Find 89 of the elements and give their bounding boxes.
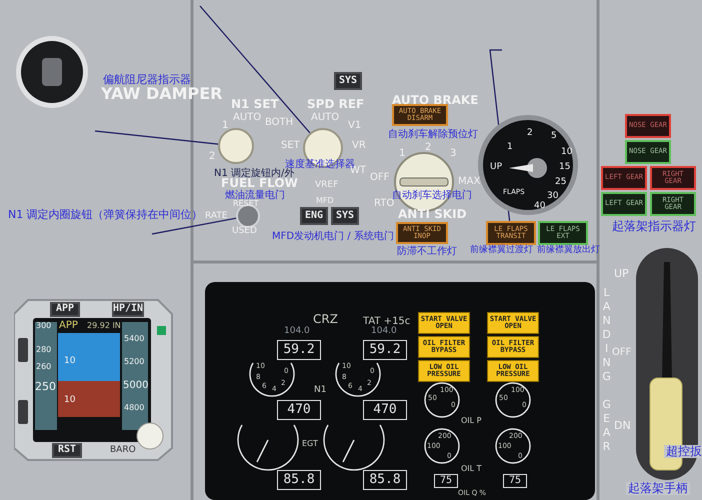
scale-number: 300 [36,322,52,331]
pitch-scale-number: 10 [64,357,76,367]
panel-label: V1 [348,120,362,131]
panel-label: RTO [374,198,394,209]
panel-label: RATE [205,212,228,222]
leader-line [94,130,218,145]
scale-number: 5 [551,132,557,142]
selector-key: SYS [331,207,359,225]
annotation-text: 防滞不工作灯 [397,246,457,257]
baro-readout: 29.92 IN [87,322,121,331]
panel-label: BARO [110,446,136,456]
digital-readout: 470 [363,400,407,420]
annotation-text: 超控扳 [664,445,702,458]
scale-number: 2 [209,151,216,162]
panel-label: BOTH [265,117,294,128]
scale-number: 1 [222,120,228,131]
scale-number: 10 [561,148,572,158]
annotation-text: 起落架手柄 [626,482,690,496]
mode-key: HP/IN [112,302,144,317]
digital-readout: 85.8 [363,470,407,490]
display-text: CRZ [313,313,338,326]
annotation-text: 前缘襟翼放出灯 [537,246,600,256]
scale-number: 4800 [124,404,144,413]
scale-number: 5400 [124,335,144,344]
panel-label: MAX [458,176,480,187]
annotation-text: 自动刹车解除预位灯 [388,129,478,140]
annotation-text: 前缘襟翼过渡灯 [470,246,533,256]
scale-number: 30 [547,192,558,202]
leader-line [152,218,236,235]
display-text: TAT +15c [363,316,410,327]
panel-label: VREF [315,181,338,191]
scale-number: 40 [534,202,546,212]
panel-label: DN [614,420,631,432]
panel-label: ANTI SKID [398,208,467,222]
panel-label: AUTO [311,112,340,123]
panel-label: AUTO [233,112,262,123]
panel-label: FUEL FLOW [221,177,298,190]
digital-readout: 75 [503,474,527,488]
panel-label: UP [614,268,629,280]
panel-label: VR [352,140,366,151]
annotation-text: 燃油流量电门 [225,190,285,201]
panel-label: OFF [370,172,390,183]
panel-label: N1 SET [231,98,279,112]
panel-label: USED [232,227,257,237]
mode-annunciation: APP [59,320,78,331]
mode-key: APP [50,302,80,317]
panel-label: SPD REF [307,98,364,112]
selector-key: ENG [300,207,328,225]
panel-label: RESET [233,200,259,209]
panel-label: LANDING GEAR [600,286,612,454]
engine-display [205,282,595,500]
scale-number: 25 [555,178,566,188]
speed-readout: 250 [35,381,56,394]
scale-number: 1 [399,148,406,159]
scale-number: 260 [36,363,52,372]
display-text: EGT [302,440,318,449]
display-text: OIL T [461,465,482,474]
digital-readout: 59.2 [363,340,407,360]
panel-label: SET [281,140,300,151]
scale-number: 3 [450,148,456,159]
display-text: OIL P [461,417,482,426]
annotation-text: MFD发动机电门 / 系统电门 [272,231,394,242]
annotation-text: N1 调定旋钮内/外 [214,168,294,179]
annotation-text: 自动刹车选择电门 [392,190,472,201]
selector-key: SYS [334,72,362,90]
scale-number: 2 [425,142,432,153]
annotation-text: 偏航阻尼器指示器 [103,74,191,86]
digital-readout: 470 [277,400,321,420]
annotation-text: 起落架指示器灯 [612,220,696,234]
leader-line [200,6,310,134]
annotation-text: N1 调定内圈旋钮（弹簧保持在中间位） [8,209,203,222]
digital-readout: 75 [434,474,458,488]
mode-key: RST [52,443,82,458]
panel-label: MFD [316,197,334,206]
display-text: 104.0 [284,327,310,337]
panel-label: YAW DAMPER [101,85,222,103]
scale-number: UP [490,163,502,173]
panel-label: OFF [612,347,632,358]
scale-number: 1 [507,143,513,153]
scale-number: 2 [527,129,533,139]
scale-number: 5200 [124,358,144,367]
pitch-scale-number: 10 [64,396,76,406]
digital-readout: 85.8 [277,470,321,490]
display-text: N1 [314,386,326,396]
digital-readout: 59.2 [277,340,321,360]
altitude-readout: 5000 [123,380,148,391]
scale-number: 280 [36,346,52,355]
display-text: 104.0 [371,327,397,337]
scale-number: 15 [559,163,570,173]
